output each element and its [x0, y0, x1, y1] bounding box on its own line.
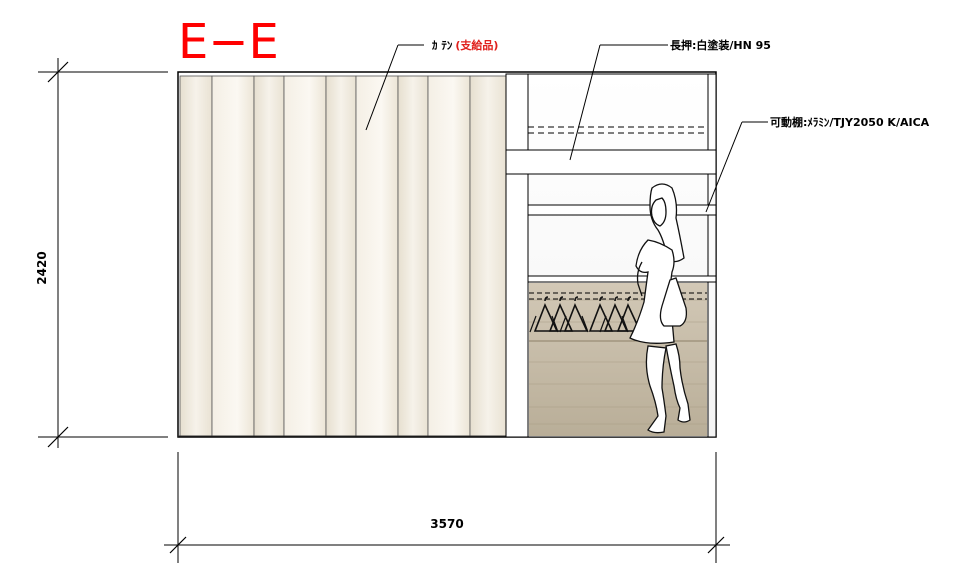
- callout-curtain: ｶ ﾃﾝ(支給品): [365, 38, 498, 131]
- height-dimension: 2420: [35, 58, 168, 448]
- shelf-label: 可動棚:ﾒﾗﾐﾝ/TJY2050 K/AICA: [770, 115, 930, 129]
- curtain-label: ｶ ﾃﾝ(支給品): [432, 38, 498, 52]
- pole-label: 長押:白塗装/HN 95: [670, 38, 771, 52]
- hangers: [529, 296, 642, 333]
- drawing-title: E−E: [178, 14, 279, 70]
- curtain: [178, 75, 507, 437]
- width-dimension: 3570: [164, 452, 730, 563]
- callout-shelf: 可動棚:ﾒﾗﾐﾝ/TJY2050 K/AICA: [705, 115, 930, 213]
- width-dimension-label: 3570: [430, 517, 463, 531]
- person-figure: [629, 183, 691, 434]
- height-dimension-label: 2420: [35, 251, 49, 284]
- callout-pole: 長押:白塗装/HN 95: [569, 38, 771, 161]
